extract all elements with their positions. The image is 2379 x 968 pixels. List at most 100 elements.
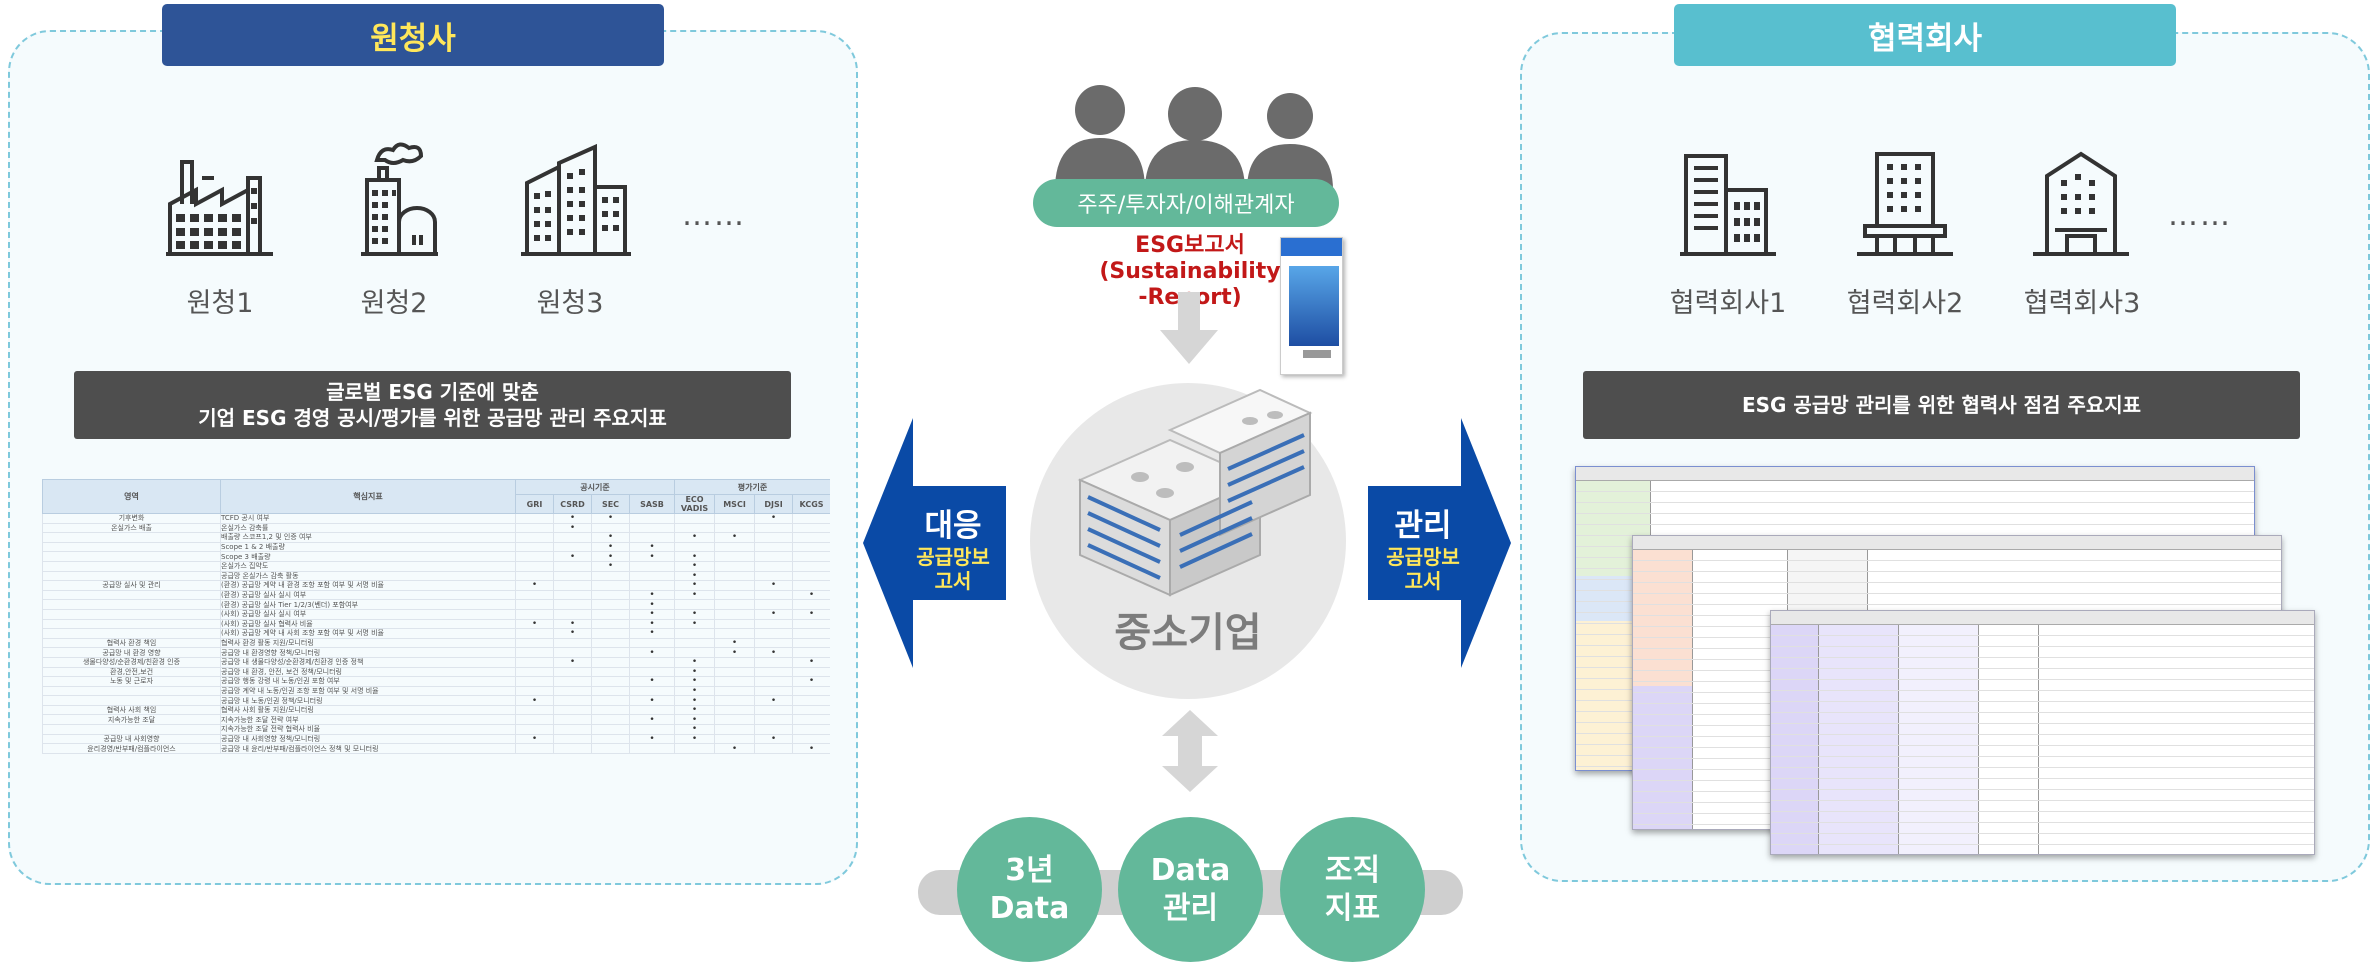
empty-cell xyxy=(674,637,716,649)
empty-cell xyxy=(515,666,554,678)
indicator-cell: 온실가스 감축률 xyxy=(220,522,516,534)
header-col: SEC xyxy=(591,494,630,514)
empty-cell xyxy=(515,724,554,735)
data-circle-1-line2: Data xyxy=(989,890,1070,926)
empty-cell xyxy=(754,656,794,668)
sheet-row-line xyxy=(1576,513,2254,514)
sheet-row-line xyxy=(1633,582,2281,583)
empty-cell xyxy=(591,724,630,735)
client-banner-line2: 기업 ESG 경영 공시/평가를 위한 공급망 관리 주요지표 xyxy=(198,406,667,430)
columned-building-icon xyxy=(1857,152,1953,256)
table-row: (사회) 공급망 계약 내 사회 조항 포함 여부 및 서명 비율•• xyxy=(42,628,830,639)
table-row: 배출량 스코프1,2 및 인증 여부••• xyxy=(42,532,830,543)
header-col: ECO VADIS xyxy=(674,494,716,514)
applicable-dot: • xyxy=(628,695,676,706)
empty-cell xyxy=(674,522,716,534)
sheet-row-line xyxy=(1576,491,2254,492)
indicator-cell: (사회) 공급망 실사 협력사 비율 xyxy=(220,618,516,630)
empty-cell xyxy=(591,589,630,601)
client-company-title: 원청사 xyxy=(162,4,664,66)
client-banner-line1: 글로벌 ESG 기준에 맞춘 xyxy=(326,380,539,404)
factory-icon xyxy=(166,160,273,256)
header-col: GRI xyxy=(515,494,554,514)
applicable-dot: • xyxy=(714,743,756,754)
empty-cell xyxy=(628,704,676,716)
applicable-dot: • xyxy=(628,647,676,658)
empty-cell xyxy=(754,676,794,687)
empty-cell xyxy=(591,685,630,697)
applicable-dot: • xyxy=(674,589,716,601)
response-arrow-label: 대응 공급망보 고서 xyxy=(898,500,1008,593)
sheet-row-line xyxy=(1771,679,2314,680)
empty-cell xyxy=(714,724,756,735)
empty-cell xyxy=(714,513,756,524)
area-cell xyxy=(42,560,221,572)
applicable-dot: • xyxy=(754,733,794,745)
empty-cell xyxy=(553,589,592,601)
empty-cell xyxy=(591,714,630,726)
empty-cell xyxy=(591,743,630,754)
empty-cell xyxy=(628,522,676,534)
table-row: 지속가능한 조달 전략 협력사 비율• xyxy=(42,724,830,735)
applicable-dot: • xyxy=(792,656,830,668)
empty-cell xyxy=(591,522,630,534)
applicable-dot: • xyxy=(792,589,830,601)
applicable-dot: • xyxy=(792,608,830,620)
sme-label: 중소기업 xyxy=(1114,610,1262,656)
empty-cell xyxy=(515,685,554,697)
area-cell xyxy=(42,608,221,620)
header-col: MSCI xyxy=(714,494,756,514)
management-arrow-sub1: 공급망보 xyxy=(1386,545,1460,569)
applicable-dot: • xyxy=(714,637,756,649)
client-2-label: 원청2 xyxy=(360,288,428,319)
empty-cell xyxy=(515,522,554,534)
applicable-dot: • xyxy=(628,551,676,562)
empty-cell xyxy=(628,743,676,754)
applicable-dot: • xyxy=(674,618,716,630)
applicable-dot: • xyxy=(628,733,676,745)
applicable-dot: • xyxy=(792,676,830,687)
empty-cell xyxy=(754,589,794,601)
empty-cell xyxy=(591,580,630,591)
sheet-row-line xyxy=(1771,745,2314,746)
empty-cell xyxy=(553,647,592,658)
applicable-dot: • xyxy=(553,522,592,534)
empty-cell xyxy=(714,676,756,687)
empty-cell xyxy=(754,599,794,610)
applicable-dot: • xyxy=(591,560,630,572)
empty-cell xyxy=(515,714,554,726)
sheet-row-line xyxy=(1771,690,2314,691)
empty-cell xyxy=(628,685,676,697)
empty-cell xyxy=(553,714,592,726)
stakeholders-pill: 주주/투자자/이해관계자 xyxy=(1033,179,1339,227)
indicator-cell: 공급망 온실가스 감축 활동 xyxy=(220,570,516,582)
empty-cell xyxy=(628,580,676,591)
applicable-dot: • xyxy=(591,513,630,524)
empty-cell xyxy=(792,532,830,543)
table-row: 공급망 계약 내 노동/인권 조항 포함 여부 및 서명 비율• xyxy=(42,685,830,697)
empty-cell xyxy=(754,570,794,582)
applicable-dot: • xyxy=(674,580,716,591)
applicable-dot: • xyxy=(628,589,676,601)
indicator-cell: 지속가능한 조달 전략 여부 xyxy=(220,714,516,726)
indicator-cell: 공급망 내 윤리/반부패/컴플라이언스 정책 및 모니터링 xyxy=(220,743,516,754)
empty-cell xyxy=(515,656,554,668)
empty-cell xyxy=(792,618,830,630)
empty-cell xyxy=(553,733,592,745)
applicable-dot: • xyxy=(553,513,592,524)
empty-cell xyxy=(792,714,830,726)
area-cell xyxy=(42,695,221,706)
empty-cell xyxy=(714,685,756,697)
area-cell xyxy=(42,685,221,697)
table-row: 공급망 온실가스 감축 활동• xyxy=(42,570,830,582)
indicator-cell: 공급망 내 생물다양성/순환경제/친환경 인증 정책 xyxy=(220,656,516,668)
applicable-dot: • xyxy=(714,532,756,543)
sheet-row-line xyxy=(1771,844,2314,845)
table-row: (환경) 공급망 실사 실시 여부••• xyxy=(42,589,830,601)
sheet-row-line xyxy=(1771,833,2314,834)
empty-cell xyxy=(714,704,756,716)
empty-cell xyxy=(714,551,756,562)
